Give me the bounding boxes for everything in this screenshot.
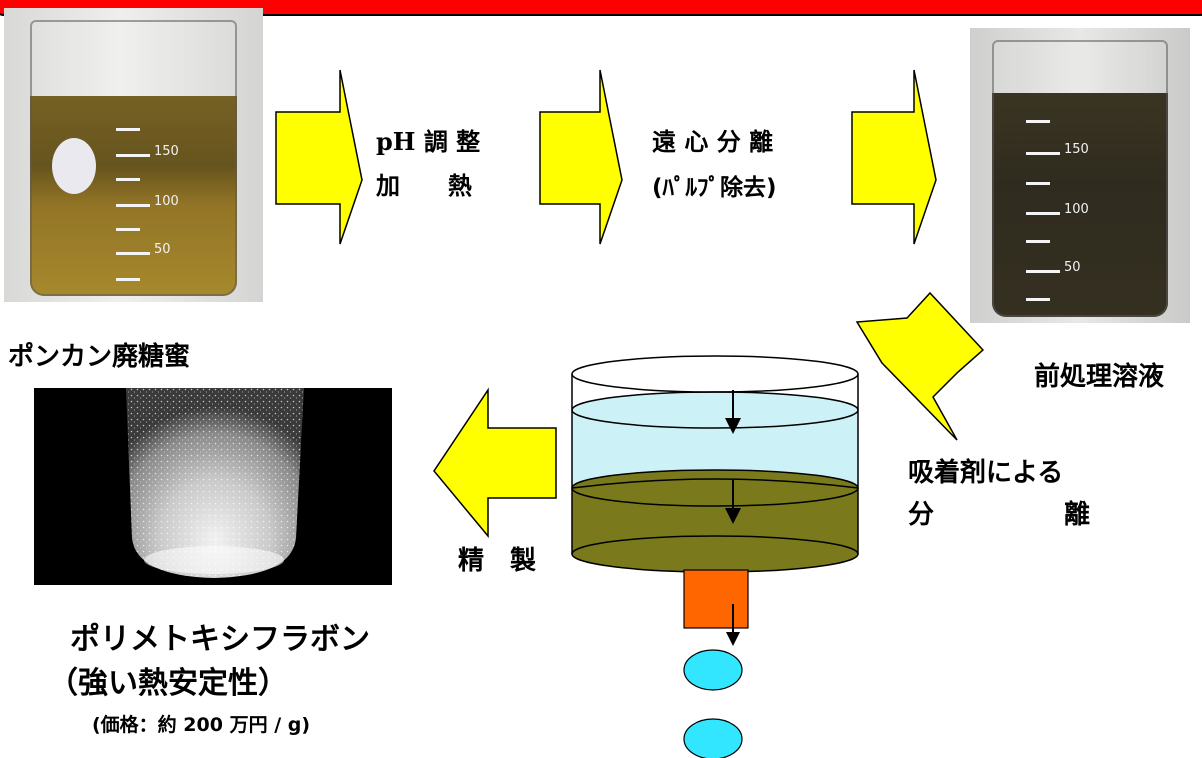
- beaker-mark-150: 150: [1064, 142, 1089, 157]
- arrow-left-refine: [433, 387, 557, 539]
- beaker-label-sticker: [52, 138, 96, 194]
- step-centrifuge: 遠 心 分 離: [652, 128, 774, 156]
- beaker-mark-100: 100: [1064, 202, 1089, 217]
- arrow-right-2: [539, 69, 623, 245]
- beaker-mark-50: 50: [154, 242, 171, 257]
- column-outlet: [683, 569, 749, 629]
- arrow-right-3: [851, 69, 937, 245]
- crystal-product-photo: [34, 388, 392, 585]
- caption-molasses: ポンカン廃糖蜜: [8, 342, 191, 372]
- beaker-mark-50: 50: [1064, 260, 1081, 275]
- molasses-beaker-photo: 150 100 50: [4, 8, 263, 302]
- caption-product-name: ポリメトキシフラボン: [70, 622, 370, 657]
- caption-product-property: （強い熱安定性）: [48, 666, 288, 701]
- step-pulp-removal: (ﾊﾟﾙﾌﾟ除去): [652, 175, 777, 201]
- step-adsorbent: 吸着剤による: [908, 458, 1064, 488]
- beaker-mark-100: 100: [154, 194, 179, 209]
- adsorption-column: [571, 355, 859, 629]
- eluate-droplet-2: [683, 718, 743, 758]
- step-ph-adjust: pH 調 整: [376, 127, 481, 156]
- beaker-mark-150: 150: [154, 144, 179, 159]
- arrow-right-1: [275, 69, 363, 245]
- pretreated-liquid: [992, 92, 1168, 318]
- caption-pretreated: 前処理溶液: [1034, 362, 1165, 392]
- arrow-diagonal: [855, 291, 985, 441]
- step-separation: 分 離: [908, 500, 1091, 530]
- step-refine: 精 製: [458, 546, 537, 576]
- step-heating: 加 熱: [376, 172, 472, 200]
- pretreated-beaker-photo: 150 100 50: [970, 28, 1190, 323]
- eluate-droplet-1: [683, 649, 743, 691]
- top-red-band: [0, 0, 1202, 16]
- beaker-glass: [992, 39, 1168, 318]
- caption-product-price: (価格：約 200 万円 / g): [92, 714, 311, 736]
